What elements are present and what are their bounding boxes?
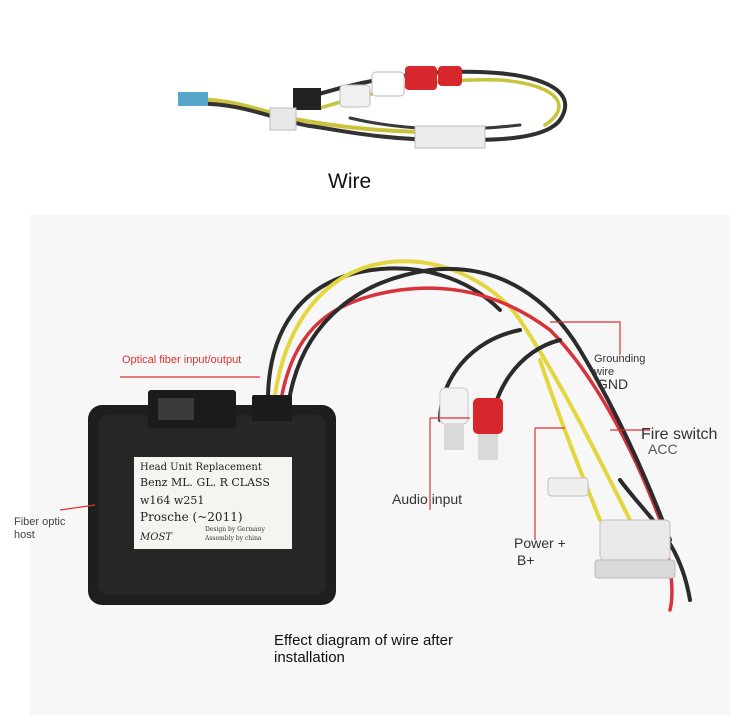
rca-plugs-top: [339, 66, 462, 108]
callout-fire-switch: Fire switch: [641, 426, 718, 443]
device-label-line6: MOST: [140, 532, 172, 543]
fiber-optic-host-box: [88, 390, 336, 605]
caption-installation: Effect diagram of wire after installatio…: [274, 632, 453, 666]
caption-wire: Wire: [328, 170, 372, 193]
callout-optical-fiber: Optical fiber input/output: [122, 354, 242, 366]
callout-power: Power +: [514, 535, 566, 551]
callout-gnd: GND: [597, 376, 629, 392]
black-plug-top: [293, 88, 321, 110]
device-label-line7: Assembly by china: [205, 535, 262, 542]
callout-acc: ACC: [648, 441, 678, 457]
blue-connector-top: [178, 92, 208, 106]
device-label-line5: Design by Germany: [205, 526, 265, 533]
label-sleeve-top-2: [414, 125, 486, 149]
label-sleeve-top: [269, 107, 297, 131]
device-label-line1: Head Unit Replacement: [140, 462, 262, 473]
callout-grounding-wire: Grounding wire: [594, 353, 646, 378]
device-label-line2: Benz ML. GL. R CLASS: [140, 476, 270, 489]
rca-plugs: [439, 387, 503, 460]
acc-terminals: [547, 477, 676, 579]
device-label-line4: Prosche (~2011): [140, 510, 243, 524]
device-label-line3: w164 w251: [140, 494, 205, 507]
callout-lines: [59, 321, 650, 540]
callout-audio-input: Audio input: [392, 491, 463, 507]
callout-b-plus: B+: [517, 552, 535, 568]
callout-fiber-optic-host: Fiber optic host: [14, 516, 66, 541]
